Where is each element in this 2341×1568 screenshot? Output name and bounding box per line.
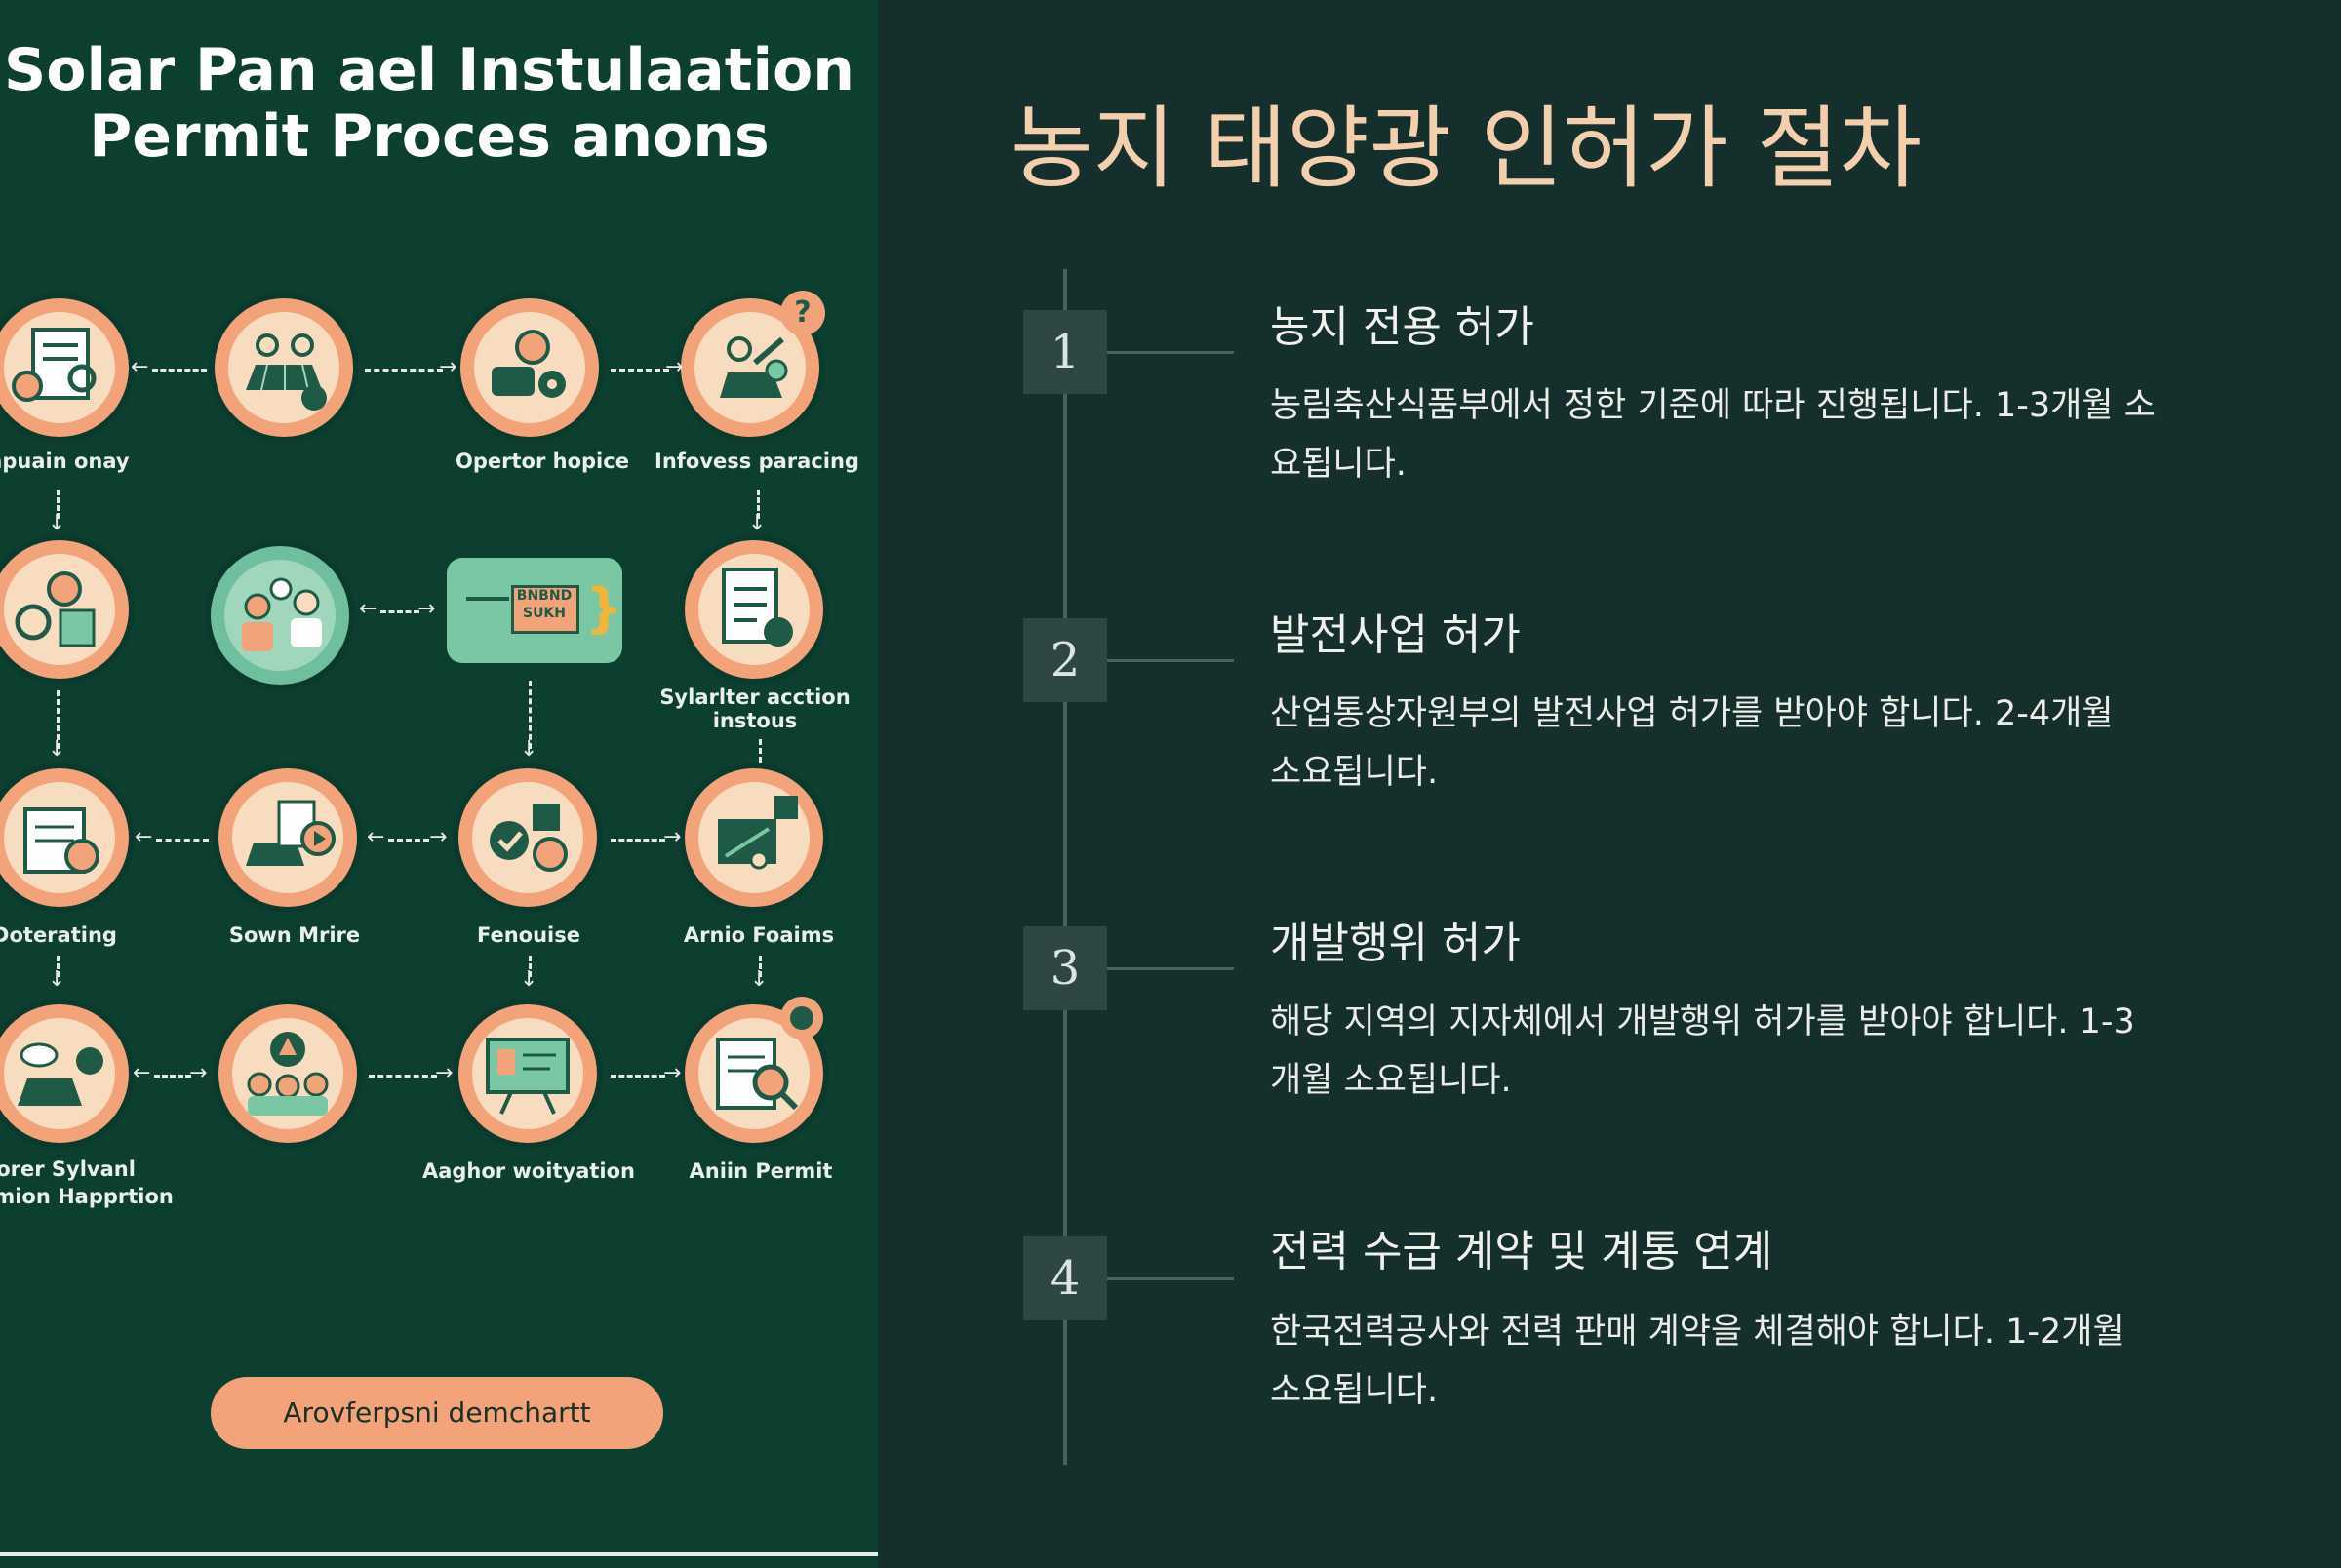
solar-video-icon bbox=[218, 768, 357, 907]
step-description: 요됩니다. bbox=[1270, 445, 1407, 484]
building-plan-icon bbox=[0, 768, 129, 907]
dashed-connector bbox=[388, 839, 429, 842]
approval-check-icon bbox=[458, 768, 597, 907]
infographic-poster: Solar Pan ael Instulaation Permit Proces… bbox=[0, 0, 878, 1568]
arrow-left-icon: ← bbox=[367, 825, 385, 849]
step-title: 전력 수급 계약 및 계통 연계 bbox=[1270, 1227, 1773, 1276]
checklist-icon bbox=[685, 540, 823, 679]
arrow-left-icon: ← bbox=[133, 1061, 151, 1085]
arrow-down-icon: ↓ bbox=[48, 511, 66, 535]
operator-gear-icon bbox=[460, 298, 599, 437]
arrow-down-icon: ↓ bbox=[520, 967, 538, 992]
dashed-connector bbox=[156, 839, 209, 842]
gear-badge-icon bbox=[780, 997, 823, 1039]
step-description: 소요됩니다. bbox=[1270, 1371, 1439, 1410]
arrow-down-icon: ↓ bbox=[748, 511, 767, 535]
arrow-down-icon: ↓ bbox=[48, 737, 66, 762]
arrow-right-icon: → bbox=[429, 825, 448, 849]
dashed-connector bbox=[380, 610, 419, 613]
dashed-connector bbox=[757, 490, 760, 519]
arrow-left-icon: ← bbox=[135, 825, 153, 849]
arrow-right-icon: → bbox=[417, 597, 436, 621]
arrow-right-icon: → bbox=[439, 355, 457, 379]
step-connector bbox=[1107, 351, 1234, 354]
poster-title-line1: Solar Pan ael Instulaation bbox=[4, 36, 854, 104]
dashed-connector bbox=[152, 369, 207, 372]
node-label: lmion Happrtion bbox=[0, 1185, 174, 1208]
question-badge-icon: ? bbox=[780, 291, 825, 335]
document-review-icon bbox=[0, 298, 129, 437]
step-description: 소요됩니다. bbox=[1270, 753, 1439, 792]
dashed-connector bbox=[529, 956, 532, 977]
arrow-down-icon: ↓ bbox=[750, 967, 769, 992]
node-label: Arnio Foaims bbox=[683, 923, 835, 947]
node-label: Fenouise bbox=[476, 923, 580, 947]
step-title: 농지 전용 허가 bbox=[1270, 302, 1534, 352]
step-title: 발전사업 허가 bbox=[1270, 610, 1521, 660]
step-description: 산업통상자원부의 발전사업 허가를 받아야 합니다. 2-4개월 bbox=[1270, 694, 2114, 733]
dashed-connector bbox=[369, 1075, 437, 1078]
arrow-down-icon: ↓ bbox=[48, 967, 66, 992]
step-number: 3 bbox=[1023, 926, 1107, 1010]
code-document-icon: BNBND SUKH } bbox=[447, 558, 622, 663]
gear-settings-icon bbox=[0, 540, 129, 679]
solar-gear-icon bbox=[215, 298, 353, 437]
step-description: 해당 지역의 지자체에서 개발행위 허가를 받아야 합니다. 1-3 bbox=[1270, 1002, 2135, 1041]
step-description: 농림축산식품부에서 정한 기준에 따라 진행됩니다. 1-3개월 소 bbox=[1270, 386, 2156, 425]
node-label: Sown Mrire bbox=[228, 923, 361, 947]
dashed-connector bbox=[529, 681, 532, 749]
step-connector bbox=[1107, 967, 1234, 970]
node-label: Doterating bbox=[0, 923, 117, 947]
dashed-connector bbox=[57, 690, 60, 749]
node-label: instous bbox=[712, 709, 798, 732]
step-number: 1 bbox=[1023, 310, 1107, 394]
dashed-connector bbox=[57, 490, 60, 519]
solar-chart-icon bbox=[685, 768, 823, 907]
step-number: 4 bbox=[1023, 1236, 1107, 1320]
node-label: Aniin Permit bbox=[689, 1159, 833, 1183]
arrow-right-icon: → bbox=[435, 1061, 454, 1085]
step-number: 2 bbox=[1023, 618, 1107, 702]
brace-icon: } bbox=[585, 577, 623, 639]
dashed-connector bbox=[57, 956, 60, 977]
arrow-right-icon: → bbox=[665, 355, 684, 379]
poster-title-line2: Permit Proces anons bbox=[89, 102, 770, 171]
arrow-left-icon: ← bbox=[131, 355, 149, 379]
arrow-down-icon: ↓ bbox=[520, 737, 538, 762]
timeline-line bbox=[1063, 269, 1067, 1465]
consultation-people-icon bbox=[211, 546, 349, 685]
dashed-connector bbox=[759, 956, 762, 977]
node-label: Opertor hopice bbox=[456, 450, 629, 473]
dashed-connector bbox=[611, 1075, 665, 1078]
presentation-board-icon bbox=[458, 1004, 597, 1143]
community-approval-icon bbox=[218, 1004, 357, 1143]
node-label: Aaghor woityation bbox=[421, 1159, 636, 1183]
dashed-connector bbox=[154, 1075, 191, 1078]
solar-cloud-icon bbox=[0, 1004, 129, 1143]
page-title: 농지 태양광 인허가 절차 bbox=[1011, 97, 1923, 201]
arrow-left-icon: ← bbox=[359, 597, 377, 621]
step-connector bbox=[1107, 1277, 1234, 1280]
dashed-connector bbox=[365, 369, 443, 372]
arrow-right-icon: → bbox=[663, 825, 682, 849]
node-label: Sorer Sylvanl bbox=[0, 1157, 136, 1181]
step-description: 개월 소요됩니다. bbox=[1270, 1061, 1512, 1100]
dashed-connector bbox=[611, 839, 665, 842]
arrow-right-icon: → bbox=[189, 1061, 208, 1085]
divider bbox=[0, 1552, 878, 1556]
rect-text-bottom: SUKH bbox=[522, 606, 567, 621]
rect-text-top: BNBND bbox=[516, 588, 573, 604]
dashed-connector bbox=[611, 369, 669, 372]
node-label: npuain onay bbox=[0, 450, 130, 473]
node-label: Infovess paracing bbox=[655, 450, 859, 473]
step-description: 한국전력공사와 전력 판매 계약을 체결해야 합니다. 1-2개월 bbox=[1270, 1313, 2124, 1352]
dashed-connector bbox=[759, 739, 762, 763]
step-connector bbox=[1107, 659, 1234, 662]
step-title: 개발행위 허가 bbox=[1270, 919, 1521, 968]
arrow-right-icon: → bbox=[663, 1061, 682, 1085]
poster-button[interactable]: Arovferpsni demchartt bbox=[211, 1377, 663, 1449]
node-label: Sylarlter acction bbox=[659, 686, 851, 709]
